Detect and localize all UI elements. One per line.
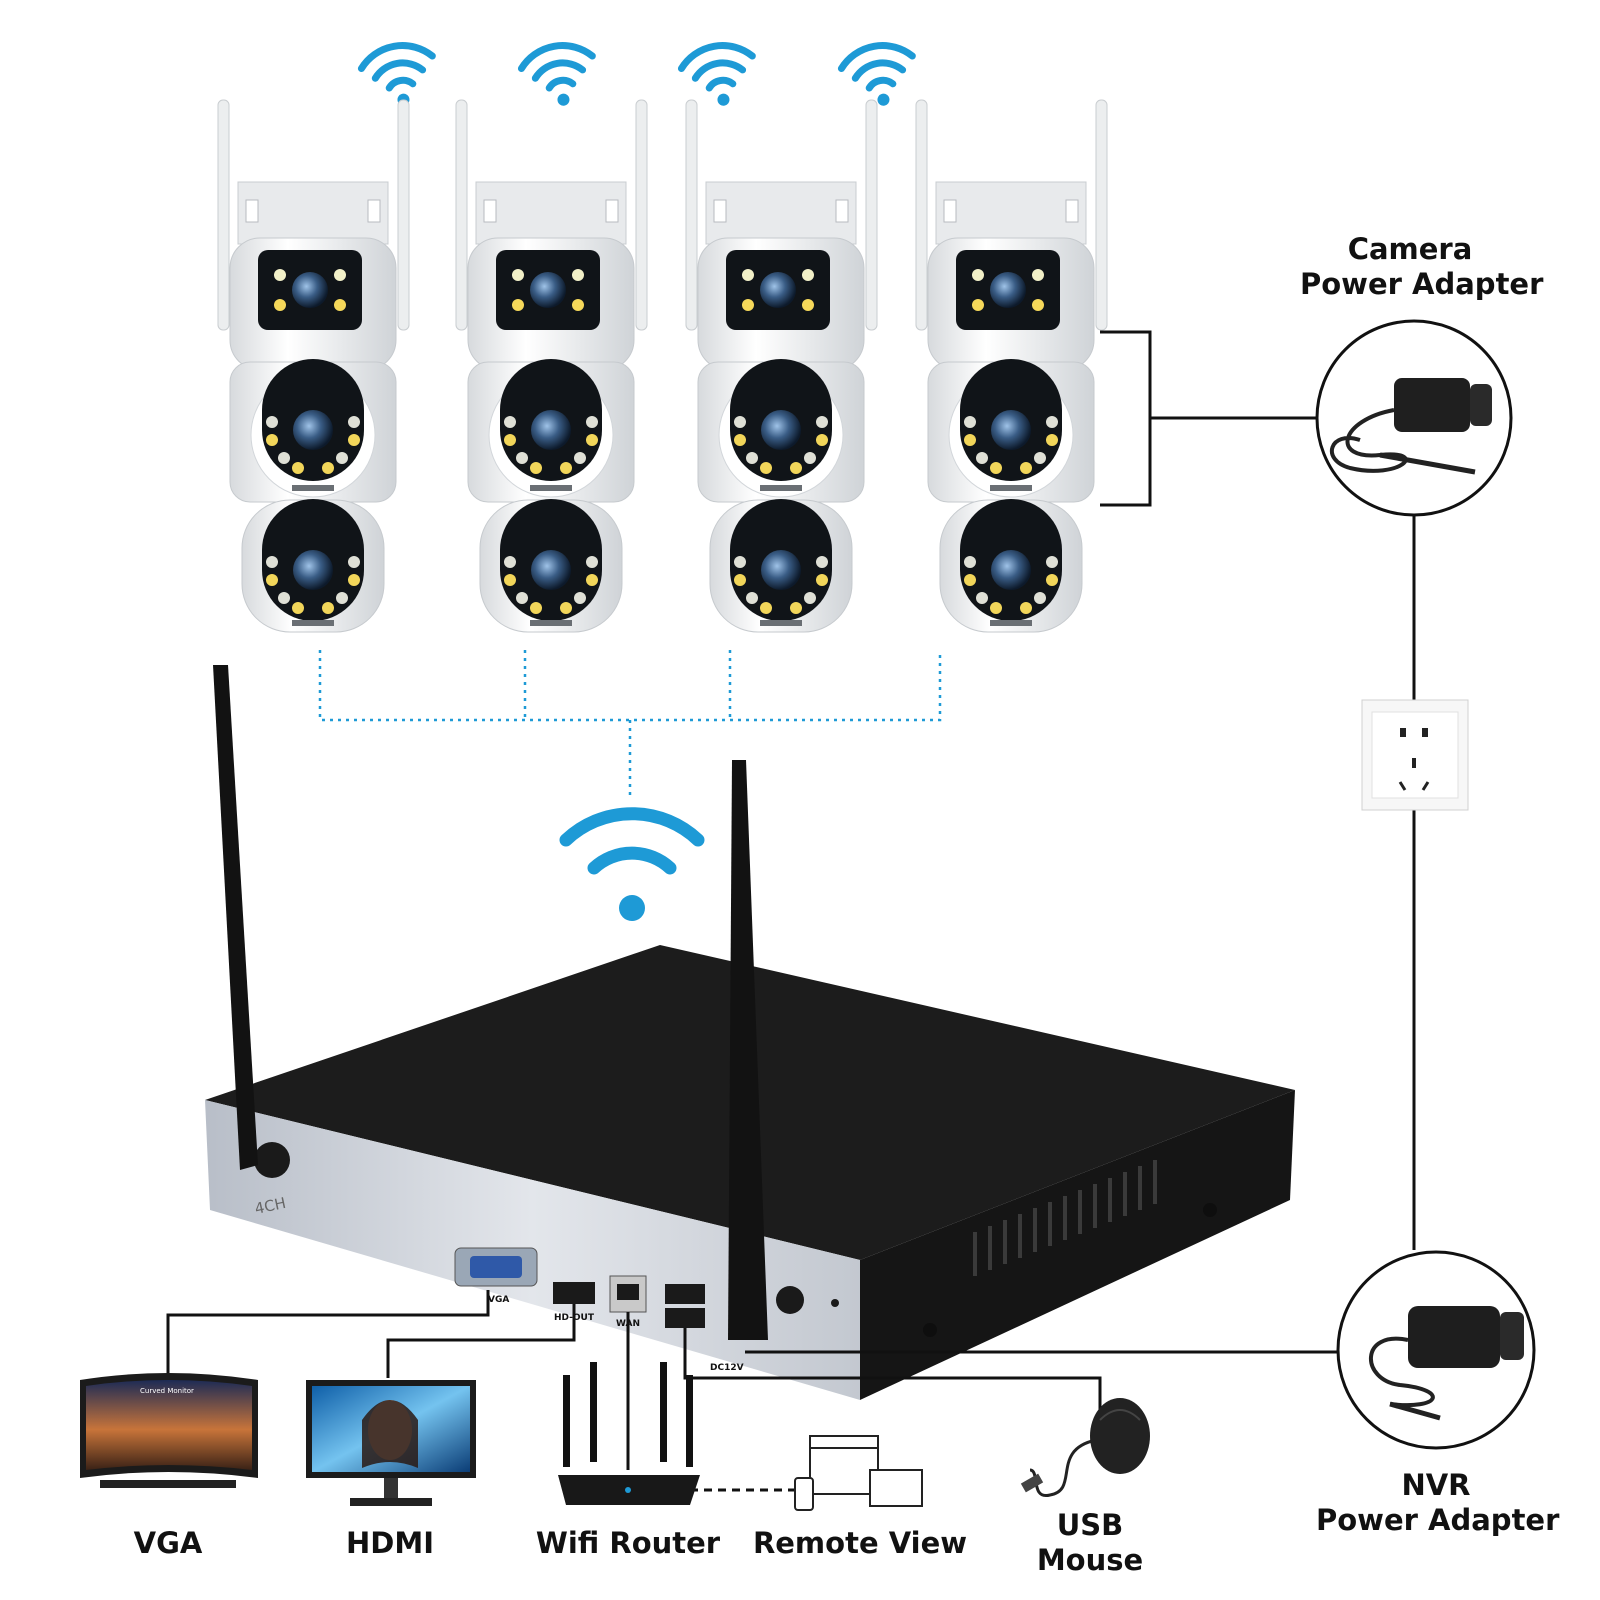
usb-mouse-icon: [1020, 1398, 1150, 1497]
nvr-antenna-right: [728, 760, 768, 1340]
hdmi-monitor-icon: [306, 1380, 476, 1506]
camera-4: [915, 99, 1108, 633]
wifi-router-label: Wifi Router: [535, 1526, 721, 1560]
wifi-signal-icon: [519, 40, 600, 112]
vga-monitor-icon: Curved Monitor: [80, 1373, 258, 1488]
nvr-power-adapter-icon: [1336, 1250, 1536, 1450]
wall-socket-icon: [1361, 699, 1469, 811]
camera-power-connection: [1100, 330, 1416, 1250]
usb-mouse-label-line1: USB: [1056, 1508, 1124, 1542]
camera-adapter-label-line2: Power Adapter: [1300, 267, 1544, 302]
vga-port-label: VGA: [488, 1295, 509, 1305]
dc-port-label: DC12V: [710, 1363, 744, 1373]
monitor-brand-text: Curved Monitor: [140, 1387, 194, 1395]
wifi-signal-icon: [839, 40, 920, 112]
remote-view-label: Remote View: [752, 1526, 968, 1560]
nvr-adapter-label-line2: Power Adapter: [1316, 1503, 1560, 1538]
nvr-power-adapter-label: NVR Power Adapter: [1316, 1468, 1560, 1539]
camera-1: [217, 99, 410, 633]
camera-2: [455, 99, 648, 633]
wireless-link-lines: [318, 650, 942, 800]
camera-3: [685, 99, 878, 633]
camera-adapter-label-line1: Camera: [1347, 232, 1473, 266]
peripheral-connection-lines: [166, 1290, 1338, 1492]
nvr-adapter-label-line1: NVR: [1401, 1468, 1471, 1502]
usb-mouse-label: USB Mouse: [1020, 1508, 1160, 1579]
hdmi-label: HDMI: [346, 1526, 434, 1560]
remote-view-devices-icon: [794, 1435, 923, 1511]
vga-label: VGA: [133, 1526, 203, 1560]
nvr-antenna-left: [213, 665, 258, 1170]
wifi-router-icon: [558, 1362, 700, 1505]
usb-mouse-label-line2: Mouse: [1036, 1543, 1144, 1578]
camera-power-adapter-label: Camera Power Adapter: [1300, 232, 1544, 303]
nvr-wifi-icon: [559, 807, 705, 921]
camera-power-adapter-icon: [1315, 319, 1513, 517]
